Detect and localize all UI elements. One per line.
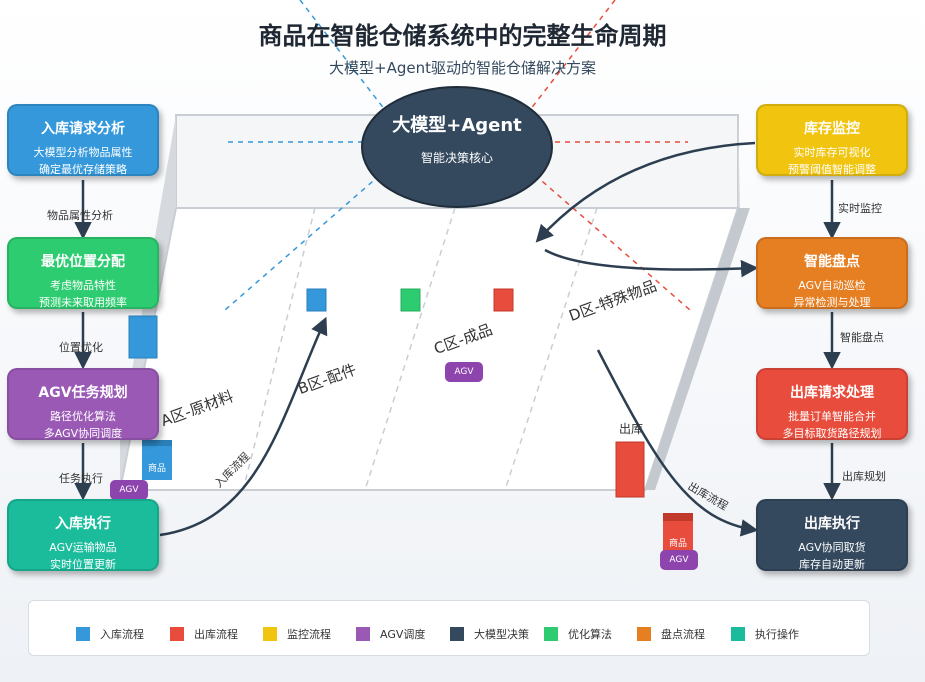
box-title: 入库执行	[55, 516, 111, 532]
box-line: 批量订单智能合并	[788, 410, 876, 423]
box-line: 预警阈值智能调整	[788, 163, 876, 176]
legend-item: 盘点流程	[637, 626, 705, 642]
box-inventory-monitor[interactable]: 库存监控 实时库存可视化 预警阈值智能调整	[756, 104, 908, 176]
legend-label: 入库流程	[100, 628, 144, 641]
box-line: 实时库存可视化	[793, 146, 871, 159]
zone-divider-1	[242, 207, 316, 491]
box-title: 出库请求处理	[790, 385, 874, 401]
box-inbound-analysis[interactable]: 入库请求分析 大模型分析物品属性 确定最优存储策略	[7, 104, 159, 176]
box-line: AGV自动巡检	[798, 279, 866, 292]
arrow-monitor-to-floor	[535, 141, 756, 243]
legend-swatch	[731, 627, 745, 641]
legend-label: 出库流程	[194, 628, 238, 641]
box-location-allocation[interactable]: 最优位置分配 考虑物品特性 预测未来取用频率	[7, 237, 159, 309]
agv-left[interactable]: AGV	[110, 480, 148, 500]
box-line: 考虑物品特性	[50, 279, 116, 292]
legend: 入库流程 出库流程 监控流程 AGV调度 大模型决策 优化算法 盘点流程 执行操…	[28, 600, 870, 656]
box-title: 入库请求分析	[41, 121, 125, 137]
shelf-blue-b	[306, 288, 327, 312]
shelf-exit	[615, 441, 645, 498]
box-outbound-execution[interactable]: 出库执行 AGV协同取货 库存自动更新	[756, 499, 908, 571]
legend-item: 执行操作	[731, 626, 799, 642]
box-outbound-request[interactable]: 出库请求处理 批量订单智能合并 多目标取货路径规划	[756, 368, 908, 440]
page-subtitle: 大模型+Agent驱动的智能仓储解决方案	[329, 59, 596, 77]
box-line: 实时位置更新	[50, 558, 116, 571]
legend-swatch	[544, 627, 558, 641]
left-link-label-3: 任务执行	[59, 472, 103, 485]
box-line: 路径优化算法	[50, 410, 116, 423]
zone-divider-2	[364, 207, 456, 491]
warehouse-right-side	[645, 208, 750, 490]
warehouse-floor	[118, 207, 740, 491]
legend-swatch	[263, 627, 277, 641]
page-title: 商品在智能仓储系统中的完整生命周期	[258, 22, 667, 50]
left-link-label-1: 物品属性分析	[47, 209, 113, 222]
legend-label: 大模型决策	[474, 628, 529, 641]
legend-item: 入库流程	[76, 626, 144, 642]
legend-item: AGV调度	[356, 626, 425, 642]
goods-left[interactable]: 商品	[142, 440, 172, 480]
box-inbound-execution[interactable]: 入库执行 AGV运输物品 实时位置更新	[7, 499, 159, 571]
box-line: 多AGV协同调度	[43, 427, 123, 440]
ray-red-top	[529, 0, 616, 111]
box-line: 多目标取货路径规划	[782, 427, 882, 440]
zone-divider-3	[504, 207, 598, 491]
box-line: 异常检测与处理	[793, 296, 871, 309]
legend-label: 盘点流程	[661, 628, 705, 641]
box-smart-inventory[interactable]: 智能盘点 AGV自动巡检 异常检测与处理	[756, 237, 908, 309]
legend-label: 执行操作	[755, 628, 799, 641]
legend-label: 优化算法	[568, 628, 612, 641]
shelf-green-c	[400, 288, 421, 312]
box-line: AGV协同取货	[798, 541, 866, 554]
box-title: 最优位置分配	[41, 254, 125, 270]
ray-blue-top	[299, 0, 386, 111]
legend-item: 大模型决策	[450, 626, 529, 642]
legend-swatch	[76, 627, 90, 641]
goods-right[interactable]: 商品	[663, 513, 693, 553]
legend-swatch	[637, 627, 651, 641]
box-title: AGV任务规划	[38, 385, 128, 401]
legend-swatch	[450, 627, 464, 641]
legend-label: AGV调度	[380, 628, 426, 641]
box-title: 智能盘点	[804, 254, 860, 270]
shelf-red-c	[493, 288, 514, 312]
hub-ellipse[interactable]	[361, 86, 553, 208]
box-title: 库存监控	[804, 121, 860, 137]
box-agv-planning[interactable]: AGV任务规划 路径优化算法 多AGV协同调度	[7, 368, 159, 440]
exit-label: 出库	[619, 422, 644, 436]
legend-label: 监控流程	[287, 628, 331, 641]
agv-zone-c[interactable]: AGV	[445, 362, 483, 382]
box-line: 确定最优存储策略	[39, 163, 127, 176]
ray-red-low	[534, 174, 691, 311]
box-line: 大模型分析物品属性	[33, 146, 133, 159]
box-title: 出库执行	[804, 516, 860, 532]
box-line: 预测未来取用频率	[39, 296, 127, 309]
arrow-inbound	[159, 316, 328, 537]
right-link-label-2: 智能盘点	[840, 331, 884, 344]
legend-swatch	[356, 627, 370, 641]
box-line: 库存自动更新	[799, 558, 865, 571]
legend-item: 出库流程	[170, 626, 238, 642]
right-link-label-3: 出库规划	[842, 470, 886, 483]
arrow-outbound	[596, 349, 759, 537]
legend-item: 监控流程	[263, 626, 331, 642]
box-line: AGV运输物品	[49, 541, 117, 554]
legend-item: 优化算法	[544, 626, 612, 642]
arrow-floor-to-inventory	[544, 248, 759, 278]
legend-swatch	[170, 627, 184, 641]
ray-blue-low	[224, 174, 381, 311]
agv-right[interactable]: AGV	[660, 550, 698, 570]
right-link-label-1: 实时监控	[838, 202, 882, 215]
left-link-label-2: 位置优化	[59, 341, 103, 354]
shelf-blue-left	[128, 315, 158, 359]
